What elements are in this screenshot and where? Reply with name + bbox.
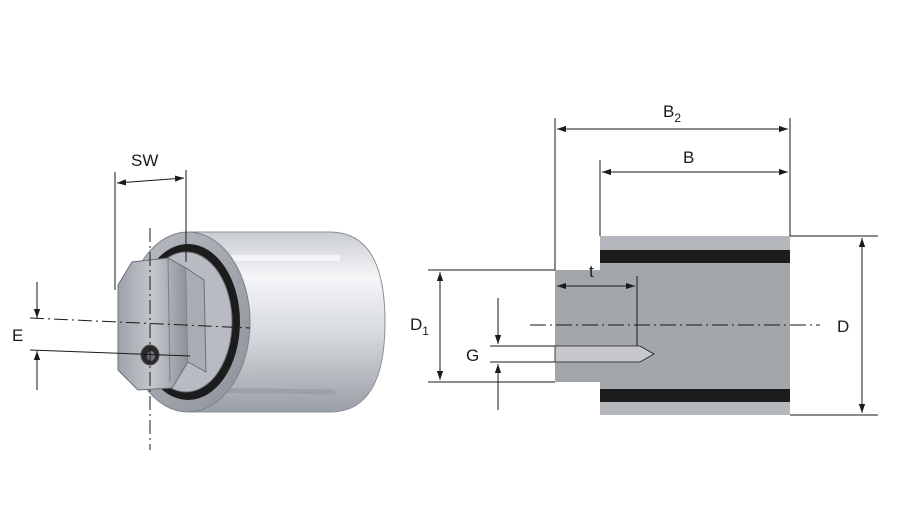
t-label: t bbox=[589, 262, 594, 281]
outer-ring-top-cap bbox=[600, 236, 790, 250]
hex-face-edge bbox=[167, 257, 171, 383]
section-view: B2 B t D1 G D bbox=[410, 102, 878, 416]
seal-bottom bbox=[600, 389, 790, 402]
stud-section bbox=[600, 263, 790, 389]
isometric-view: SW E bbox=[12, 151, 386, 450]
g-label: G bbox=[466, 346, 479, 365]
lube-bore bbox=[554, 345, 655, 363]
eccentric-axis-line bbox=[29, 349, 191, 357]
d-label: D bbox=[837, 317, 849, 336]
stud-shank bbox=[555, 270, 601, 382]
d1-label: D1 bbox=[410, 315, 429, 338]
seal-top bbox=[600, 250, 790, 263]
outer-ring-bottom-cap bbox=[600, 402, 790, 415]
lube-hole-inner bbox=[147, 351, 155, 361]
sw-label: SW bbox=[131, 151, 158, 170]
centerline-axis bbox=[29, 317, 251, 329]
sw-dimension-line bbox=[116, 175, 185, 186]
b-label: B bbox=[683, 148, 694, 167]
b2-label: B2 bbox=[663, 102, 681, 125]
e-label: E bbox=[12, 326, 23, 345]
